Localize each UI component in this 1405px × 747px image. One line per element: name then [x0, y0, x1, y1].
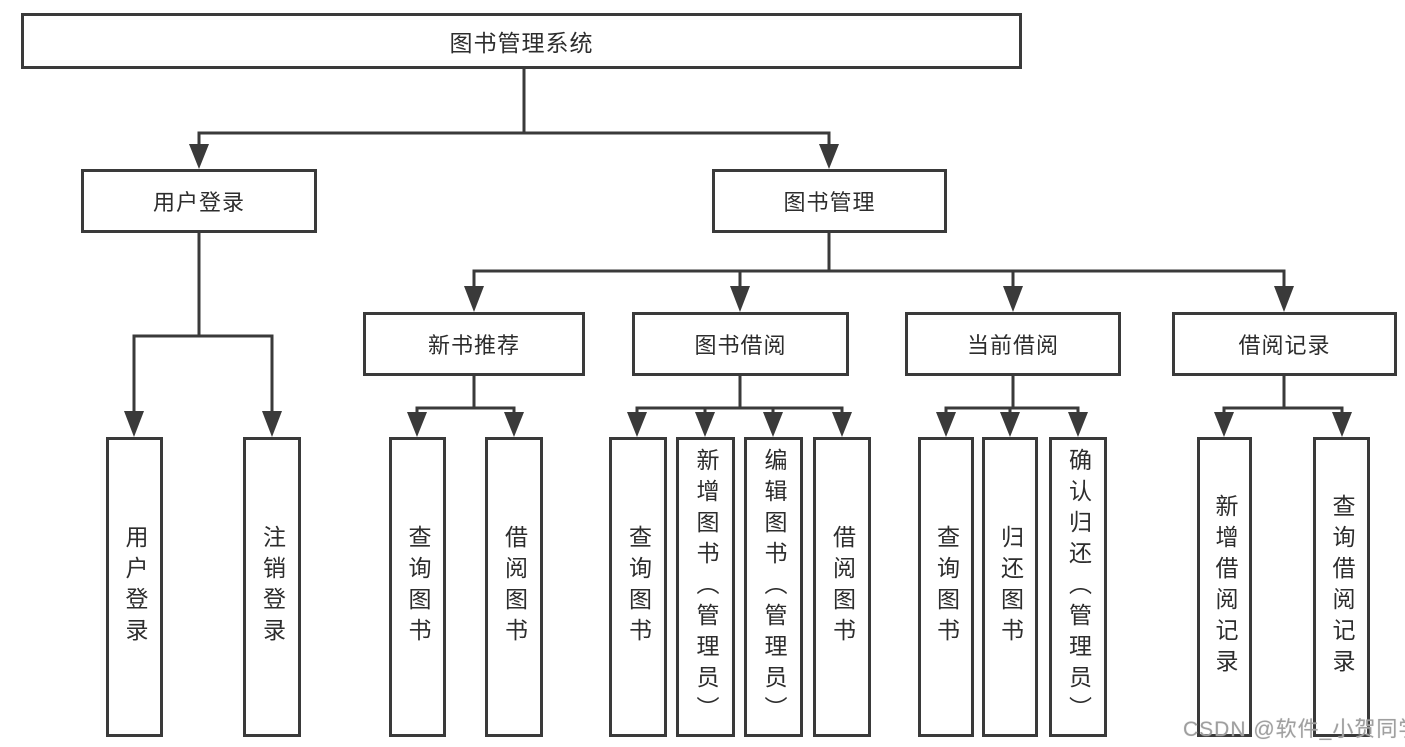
leaf-label: 确认归还（管理员） — [1065, 447, 1092, 727]
edge-current-borrow-children — [936, 374, 1088, 437]
edge-new-book-children — [407, 374, 524, 437]
leaf-label: 借阅图书 — [501, 525, 528, 649]
node-user-login: 用户登录 — [81, 169, 317, 233]
leaf-label: 新增图书（管理员） — [693, 447, 719, 727]
node-current-borrowing: 当前借阅 — [905, 312, 1121, 376]
node-leaf-query-borrow-record: 查询借阅记录 — [1313, 437, 1370, 737]
node-leaf-borrow-books-recommend: 借阅图书 — [485, 437, 543, 737]
node-leaf-edit-books-admin: 编辑图书（管理员） — [744, 437, 803, 737]
leaf-label: 查询图书 — [933, 525, 960, 649]
leaf-label: 新增借阅记录 — [1212, 494, 1238, 680]
leaf-label: 用户登录 — [122, 525, 148, 649]
leaf-label: 查询图书 — [625, 525, 652, 649]
leaf-label: 查询图书 — [405, 525, 431, 649]
leaf-label: 借阅图书 — [829, 525, 856, 649]
edge-root-to-level2 — [189, 67, 839, 169]
node-leaf-query-books-current: 查询图书 — [918, 437, 974, 737]
node-leaf-logout: 注销登录 — [243, 437, 301, 737]
leaf-label: 归还图书 — [997, 525, 1024, 649]
node-leaf-add-books-admin: 新增图书（管理员） — [676, 437, 735, 737]
node-leaf-user-login: 用户登录 — [106, 437, 163, 737]
node-leaf-borrow-books-borrowing: 借阅图书 — [813, 437, 871, 737]
leaf-label: 查询借阅记录 — [1329, 494, 1355, 680]
node-book-management: 图书管理 — [712, 169, 947, 233]
node-leaf-add-borrow-record: 新增借阅记录 — [1197, 437, 1252, 737]
leaf-label: 注销登录 — [259, 525, 286, 649]
edge-user-login-children — [124, 231, 282, 437]
node-library-management-system: 图书管理系统 — [21, 13, 1022, 69]
node-leaf-query-books-recommend: 查询图书 — [389, 437, 446, 737]
node-borrowing-records: 借阅记录 — [1172, 312, 1397, 376]
edge-book-management-children — [464, 231, 1294, 312]
node-leaf-return-books: 归还图书 — [982, 437, 1038, 737]
csdn-watermark: CSDN @软件_小贺同学 — [1183, 718, 1405, 741]
edge-book-borrow-children — [627, 374, 852, 437]
edge-borrow-record-children — [1214, 374, 1352, 437]
node-leaf-confirm-return-admin: 确认归还（管理员） — [1049, 437, 1107, 737]
node-book-borrowing: 图书借阅 — [632, 312, 849, 376]
leaf-label: 编辑图书（管理员） — [761, 447, 787, 727]
node-leaf-query-books-borrowing: 查询图书 — [609, 437, 667, 737]
node-new-book-recommendation: 新书推荐 — [363, 312, 585, 376]
